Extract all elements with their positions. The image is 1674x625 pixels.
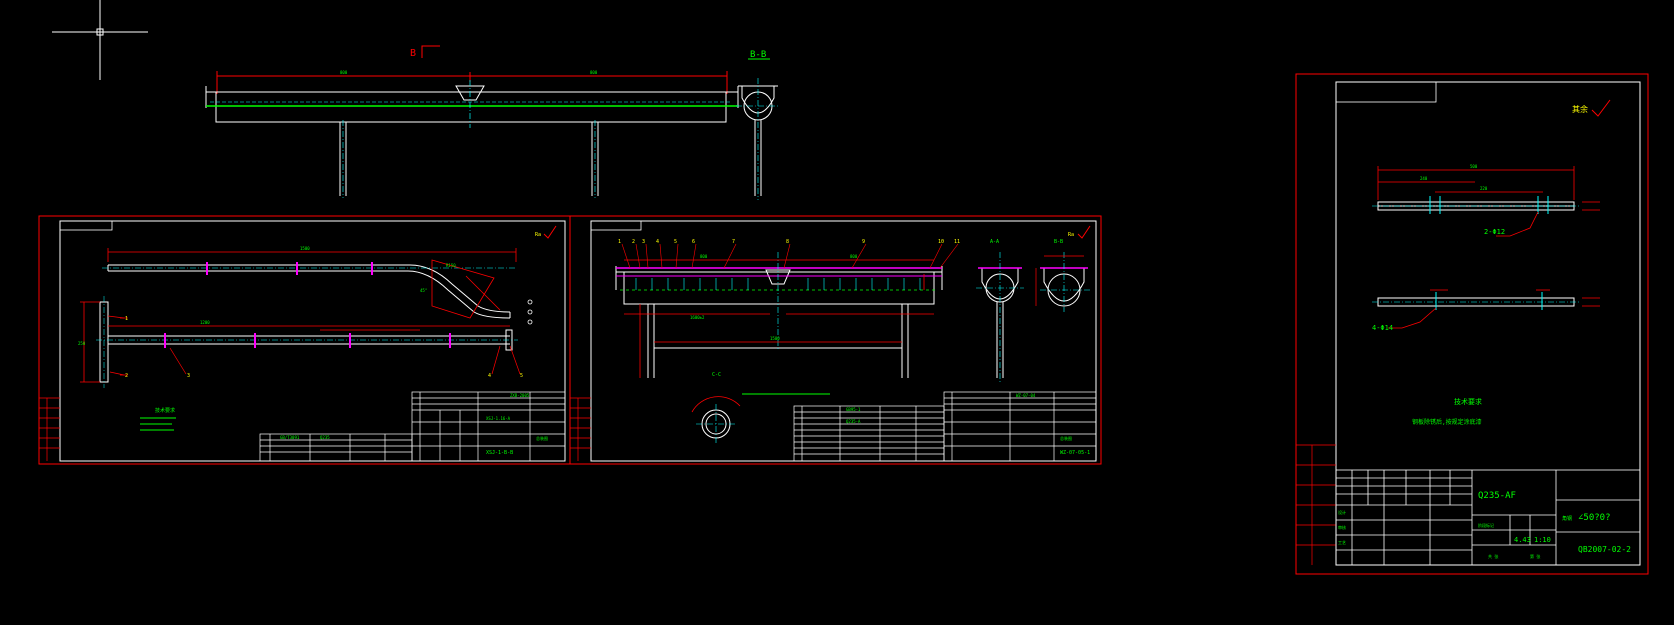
- s3-tb-cell: 审核: [1338, 524, 1346, 530]
- s1-balloon-5: 5: [520, 373, 523, 379]
- sheet2-section-bb: B-B: [1054, 239, 1063, 245]
- s1-tb-cell: ZXB-2005: [510, 393, 530, 398]
- s2-tb-cell4: Q235-A: [846, 419, 861, 424]
- sheet1-drawing-no: XSJ-1-B-B: [486, 450, 513, 456]
- sheet1-note-title: 技术要求: [155, 407, 175, 414]
- crosshair-cursor-icon: [52, 0, 148, 80]
- section-mark-b: B: [410, 48, 416, 59]
- sheet3-material: Q235-AF: [1478, 491, 1516, 501]
- s1-dim-top: 1500: [300, 246, 310, 251]
- sheet3-name-label: 角钢: [1562, 515, 1572, 522]
- sheet1-roughness-mark: Ra: [535, 232, 541, 238]
- s1-dim-angle: 45°: [420, 288, 427, 293]
- s1-tb-cell5: Q235: [320, 435, 330, 440]
- s1-balloon-1: 1: [125, 316, 128, 322]
- s1-dim-straight: 1200: [200, 320, 210, 325]
- section-b-b-view: B-B: [736, 50, 780, 200]
- s2-balloon: 6: [692, 239, 695, 245]
- drawing-sheet-2: Ra: [569, 215, 1102, 465]
- top-dim-left: 800: [340, 70, 348, 75]
- s2-dim-top-r: 800: [850, 254, 858, 259]
- s2-balloon: 1: [618, 239, 621, 245]
- s2-tb-cell: WZ-07-04: [1016, 393, 1036, 398]
- s3-tb-cell: 共 张: [1488, 553, 1498, 559]
- s1-balloon-4: 4: [488, 373, 491, 379]
- s2-balloon: 9: [862, 239, 865, 245]
- s1-balloon-3: 3: [187, 373, 190, 379]
- s2-dim-leg: 1500: [770, 336, 780, 341]
- s2-balloon: 11: [954, 239, 960, 245]
- s2-balloon: 3: [642, 239, 645, 245]
- drawing-sheet-1: Ra 1500 R150 45°: [38, 215, 571, 465]
- sheet3-hole-note-1: 2-Φ12: [1484, 228, 1505, 236]
- s2-balloon: 4: [656, 239, 659, 245]
- sheet3-part-name: ∠50?0?: [1578, 513, 1611, 523]
- s3-tb-cell: 第 张: [1530, 553, 1540, 559]
- sheet3-roughness-label: 其余: [1572, 104, 1588, 114]
- s2-dim-top-l: 800: [700, 254, 708, 259]
- top-view-drawing: 800 800 B: [205, 45, 739, 198]
- s2-tb-cell3: GB95-1: [846, 407, 861, 412]
- section-b-b-title: B-B: [750, 50, 766, 60]
- drawing-sheet-3: 其余 500 240 220 2-Φ12: [1295, 73, 1649, 575]
- s3-tb-cell: 工艺: [1338, 540, 1346, 545]
- s1-tb-cell4: GB/T3091: [280, 435, 300, 440]
- s3-tb-cell: 阶段标记: [1478, 522, 1494, 528]
- s2-balloon: 5: [674, 239, 677, 245]
- s3-dim-a: 240: [1420, 176, 1428, 181]
- s3-dim-total: 500: [1470, 164, 1478, 169]
- s1-dim-tee: 250: [78, 341, 86, 346]
- s2-balloon: 2: [632, 239, 635, 245]
- sheet3-note-text: 钢板除锈后,按规定涂底漆: [1412, 418, 1482, 426]
- sheet2-roughness-mark: Ra: [1068, 232, 1074, 238]
- s2-balloon: 8: [786, 239, 789, 245]
- s1-dim-bend: R150: [446, 263, 456, 268]
- top-dim-right: 800: [590, 70, 598, 75]
- sheet2-detail-cc: C-C: [712, 372, 721, 378]
- s2-balloon: 7: [732, 239, 735, 245]
- sheet3-drawing-no: QB2007-02-2: [1578, 545, 1631, 554]
- s1-balloon-2: 2: [125, 373, 128, 379]
- sheet3-hole-note-2: 4-Φ14: [1372, 324, 1393, 332]
- s1-tb-cell3: 总装图: [536, 435, 548, 441]
- sheet2-section-aa: A-A: [990, 239, 999, 245]
- s2-tb-cell2: 总装图: [1060, 435, 1072, 441]
- sheet3-scale: 1:10: [1534, 536, 1551, 544]
- s3-tb-cell: 设计: [1338, 509, 1346, 515]
- s2-dim-bottom: 1600±2: [690, 315, 705, 320]
- s1-tb-cell2: XSJ-1.16-A: [486, 416, 511, 421]
- sheet3-weight: 4.43: [1514, 536, 1531, 544]
- sheet3-note-title: 技术要求: [1454, 397, 1482, 406]
- s2-balloon: 10: [938, 239, 944, 245]
- sheet2-drawing-no: WZ-07-05-1: [1060, 450, 1090, 456]
- s3-dim-b: 220: [1480, 186, 1488, 191]
